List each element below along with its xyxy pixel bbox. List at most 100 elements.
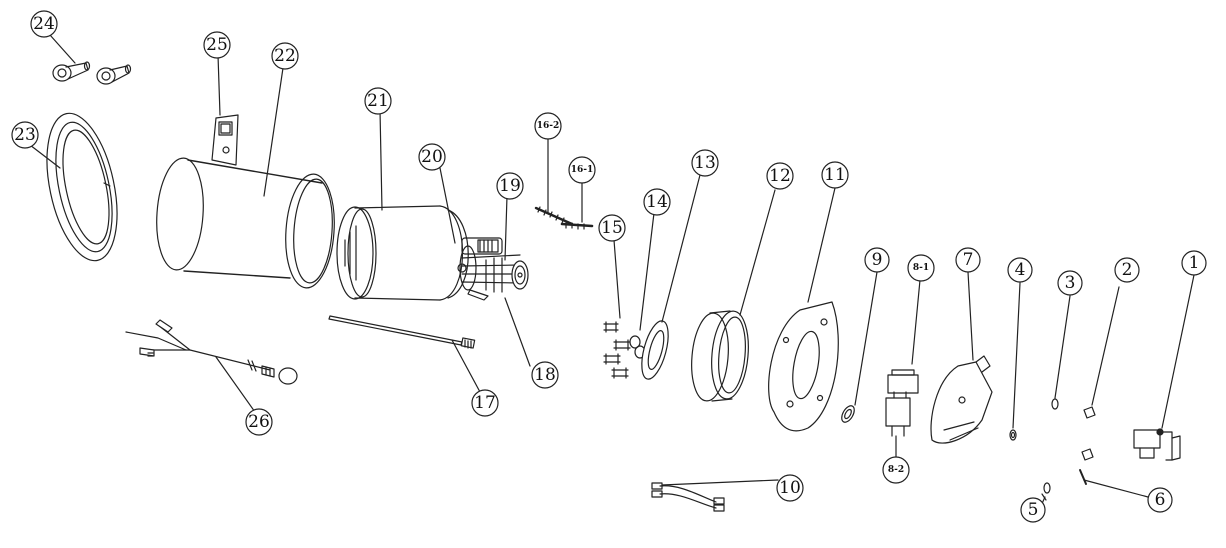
callout-20: 20 bbox=[418, 143, 446, 171]
callout-text: 13 bbox=[694, 153, 716, 173]
callout-1: 1 bbox=[1181, 250, 1207, 276]
part-15-14-13-gasket-set bbox=[603, 174, 701, 380]
callout-text: 18 bbox=[534, 365, 556, 385]
callout-circle bbox=[271, 42, 299, 70]
callout-26: 26 bbox=[245, 408, 273, 436]
part-9-small-ring bbox=[841, 271, 878, 423]
callout-circle bbox=[776, 474, 804, 502]
part-16-pins bbox=[534, 135, 594, 230]
part-11-mounting-plate bbox=[768, 187, 839, 432]
callout-text: 17 bbox=[474, 393, 496, 413]
callout-circle bbox=[643, 188, 671, 216]
part-7-cover bbox=[930, 271, 993, 444]
callout-circle bbox=[531, 361, 559, 389]
callout-6: 6 bbox=[1147, 487, 1173, 513]
callout-circle bbox=[864, 247, 890, 273]
callout-3: 3 bbox=[1057, 270, 1083, 296]
callout-circle bbox=[1181, 250, 1207, 276]
callout-16-2: 16-2 bbox=[534, 112, 562, 140]
callout-15: 15 bbox=[598, 214, 626, 242]
callout-text: 15 bbox=[601, 218, 623, 238]
part-21-inner-tank bbox=[336, 109, 469, 301]
part-26-cable bbox=[125, 319, 298, 413]
part-10-wires bbox=[651, 479, 779, 512]
callout-circle bbox=[821, 161, 849, 189]
callout-circle bbox=[907, 254, 935, 282]
callout-circle bbox=[1147, 487, 1173, 513]
callout-8-2: 8-2 bbox=[882, 456, 910, 484]
callout-text: 8-1 bbox=[913, 263, 929, 273]
callout-18: 18 bbox=[531, 361, 559, 389]
callout-circle bbox=[30, 10, 58, 38]
callout-25: 25 bbox=[203, 31, 231, 59]
callout-8-1: 8-1 bbox=[907, 254, 935, 282]
callout-circle bbox=[1007, 257, 1033, 283]
callout-4: 4 bbox=[1007, 257, 1033, 283]
callout-9: 9 bbox=[864, 247, 890, 273]
callout-24: 24 bbox=[30, 10, 58, 38]
callout-circle bbox=[1057, 270, 1083, 296]
callout-text: 11 bbox=[824, 165, 846, 185]
callout-text: 12 bbox=[769, 166, 791, 186]
callout-circle bbox=[418, 143, 446, 171]
callout-text: 16-1 bbox=[571, 165, 594, 175]
part-1-valve bbox=[1133, 274, 1195, 461]
callout-circle bbox=[691, 149, 719, 177]
callout-text: 7 bbox=[963, 250, 974, 270]
callout-21: 21 bbox=[364, 87, 392, 115]
callout-circle bbox=[955, 247, 981, 273]
callout-text: 2 bbox=[1122, 260, 1133, 280]
callout-10: 10 bbox=[776, 474, 804, 502]
callout-7: 7 bbox=[955, 247, 981, 273]
part-24-bolts bbox=[49, 34, 132, 85]
parts-2-6-fittings bbox=[1009, 282, 1149, 509]
callout-circle bbox=[364, 87, 392, 115]
callout-text: 20 bbox=[421, 147, 443, 167]
callout-circle bbox=[245, 408, 273, 436]
part-20-19-18-heater-assembly bbox=[439, 167, 531, 367]
callout-text: 19 bbox=[499, 176, 521, 196]
part-22-outer-shell bbox=[156, 67, 335, 289]
part-8-thermostats bbox=[885, 279, 921, 459]
callout-text: 3 bbox=[1065, 273, 1076, 293]
part-25-bracket bbox=[211, 54, 239, 166]
callout-text: 22 bbox=[274, 46, 296, 66]
callout-22: 22 bbox=[271, 42, 299, 70]
callout-5: 5 bbox=[1020, 497, 1046, 523]
callout-circle bbox=[568, 156, 596, 184]
callout-text: 23 bbox=[14, 125, 36, 145]
callout-text: 1 bbox=[1189, 253, 1200, 273]
callout-text: 24 bbox=[33, 14, 55, 34]
callout-circle bbox=[11, 121, 39, 149]
callout-2: 2 bbox=[1114, 257, 1140, 283]
part-12-seal-ring bbox=[691, 189, 776, 402]
callout-circle bbox=[496, 172, 524, 200]
callout-text: 16-2 bbox=[537, 121, 560, 131]
callout-circle bbox=[534, 112, 562, 140]
callout-circle bbox=[1114, 257, 1140, 283]
callout-circle bbox=[766, 162, 794, 190]
callout-16-1: 16-1 bbox=[568, 156, 596, 184]
callout-circle bbox=[471, 389, 499, 417]
callout-text: 21 bbox=[367, 91, 389, 111]
part-23-front-ring bbox=[29, 112, 118, 262]
callout-circle bbox=[1020, 497, 1046, 523]
callout-14: 14 bbox=[643, 188, 671, 216]
callout-circle bbox=[598, 214, 626, 242]
callout-12: 12 bbox=[766, 162, 794, 190]
callout-text: 10 bbox=[779, 478, 801, 498]
callout-text: 14 bbox=[646, 192, 668, 212]
callout-text: 4 bbox=[1015, 260, 1026, 280]
part-17-rod bbox=[328, 315, 481, 393]
callout-text: 8-2 bbox=[888, 465, 904, 475]
callout-text: 26 bbox=[248, 412, 270, 432]
callout-circle bbox=[882, 456, 910, 484]
callout-text: 9 bbox=[872, 250, 883, 270]
callout-23: 23 bbox=[11, 121, 39, 149]
callout-circle bbox=[203, 31, 231, 59]
callout-text: 25 bbox=[206, 35, 228, 55]
callout-19: 19 bbox=[496, 172, 524, 200]
callout-17: 17 bbox=[471, 389, 499, 417]
